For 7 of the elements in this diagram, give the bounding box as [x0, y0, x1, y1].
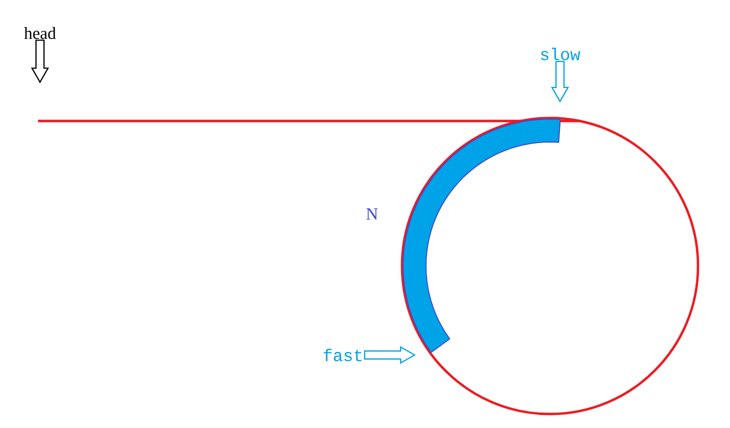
loop-length-label: N: [366, 208, 378, 220]
pointer-label: head: [24, 27, 56, 39]
pointer-label: slow: [540, 48, 580, 60]
pointer-label: fast: [324, 348, 362, 362]
hollow-arrow: [364, 346, 416, 364]
hollow-arrow: [30, 40, 50, 84]
hollow-arrow: [550, 60, 570, 103]
